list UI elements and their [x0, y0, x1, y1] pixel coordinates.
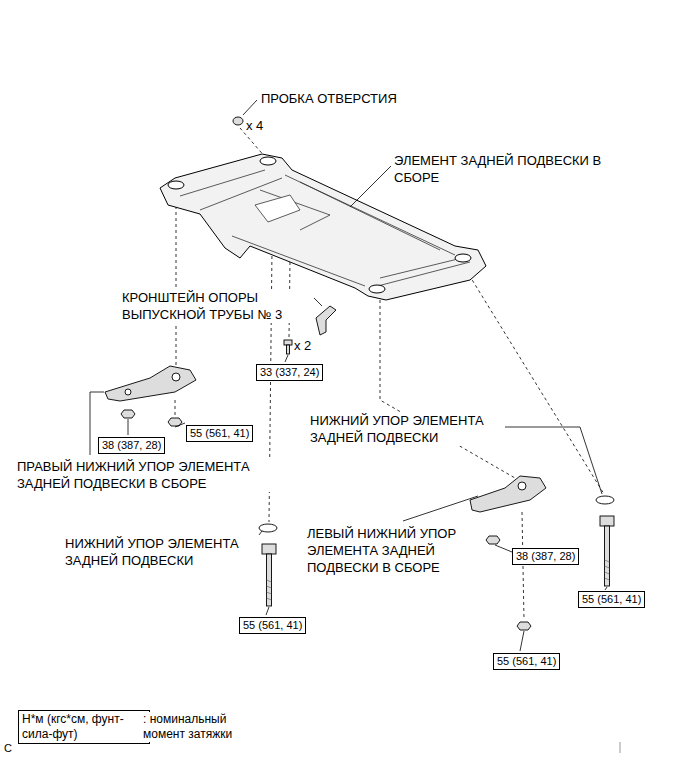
- label-text: ПРОБКА ОТВЕРСТИЯ: [261, 90, 397, 107]
- node-text: 55 (561, 41): [497, 655, 556, 668]
- label-text: КРОНШТЕЙН ОПОРЫ ВЫПУСКНОЙ ТРУБЫ № 3: [122, 289, 314, 323]
- node-text: 55 (561, 41): [190, 427, 249, 440]
- label-text: ПРАВЫЙ НИЖНИЙ УПОР ЭЛЕМЕНТА ЗАДНЕЙ ПОДВЕ…: [17, 458, 272, 492]
- label-text: : номинальный момент затяжки: [143, 712, 253, 742]
- part-name: ПРАВЫЙ НИЖНИЙ УПОР ЭЛЕМЕНТА ЗАДНЕЙ ПОДВЕ…: [17, 458, 272, 492]
- node-text: 38 (387, 28): [102, 439, 161, 452]
- label-text: ЭЛЕМЕНТ ЗАДНЕЙ ПОДВЕСКИ В СБОРЕ: [394, 152, 619, 186]
- part-name: ЛЕВЫЙ НИЖНИЙ УПОР ЭЛЕМЕНТА ЗАДНЕЙ ПОДВЕС…: [307, 525, 472, 576]
- torque-value-box: 55 (561, 41): [186, 425, 253, 442]
- torque-value-box: 55 (561, 41): [239, 617, 306, 634]
- label-text: НИЖНИЙ УПОР ЭЛЕМЕНТА ЗАДНЕЙ ПОДВЕСКИ: [65, 535, 260, 569]
- page-tick: [620, 742, 621, 753]
- node-text: 55 (561, 41): [582, 593, 641, 606]
- node-text: 38 (387, 28): [516, 550, 575, 563]
- quantity-mark: x 2: [294, 337, 311, 354]
- part-name: НИЖНИЙ УПОР ЭЛЕМЕНТА ЗАДНЕЙ ПОДВЕСКИ: [65, 535, 260, 569]
- part-name: КРОНШТЕЙН ОПОРЫ ВЫПУСКНОЙ ТРУБЫ № 3: [122, 289, 314, 323]
- label-text: ЛЕВЫЙ НИЖНИЙ УПОР ЭЛЕМЕНТА ЗАДНЕЙ ПОДВЕС…: [307, 525, 472, 576]
- torque-value-box: 55 (561, 41): [578, 591, 645, 608]
- torque-value-box: 38 (387, 28): [98, 437, 165, 454]
- label-text: НИЖНИЙ УПОР ЭЛЕМЕНТА ЗАДНЕЙ ПОДВЕСКИ: [310, 412, 505, 446]
- label-text: x 4: [246, 117, 263, 134]
- node-text: 33 (337, 24): [260, 366, 319, 379]
- torque-value-box: 33 (337, 24): [256, 364, 323, 381]
- node-text: 55 (561, 41): [243, 619, 302, 632]
- figure-letter: C: [4, 741, 12, 756]
- part-name: ПРОБКА ОТВЕРСТИЯ: [261, 90, 397, 107]
- part-name: НИЖНИЙ УПОР ЭЛЕМЕНТА ЗАДНЕЙ ПОДВЕСКИ: [310, 412, 505, 446]
- label-text: x 2: [294, 337, 311, 354]
- torque-value-box: 55 (561, 41): [493, 653, 560, 670]
- node-text: Н*м (кгс*см, фунт-сила-фут): [22, 712, 146, 742]
- legend-note: : номинальный момент затяжки: [143, 712, 253, 742]
- unit-legend-box: Н*м (кгс*см, фунт-сила-фут): [18, 710, 150, 744]
- quantity-mark: x 4: [246, 117, 263, 134]
- torque-value-box: 38 (387, 28): [512, 548, 579, 565]
- label-text: C: [4, 741, 12, 756]
- part-name: ЭЛЕМЕНТ ЗАДНЕЙ ПОДВЕСКИ В СБОРЕ: [394, 152, 619, 186]
